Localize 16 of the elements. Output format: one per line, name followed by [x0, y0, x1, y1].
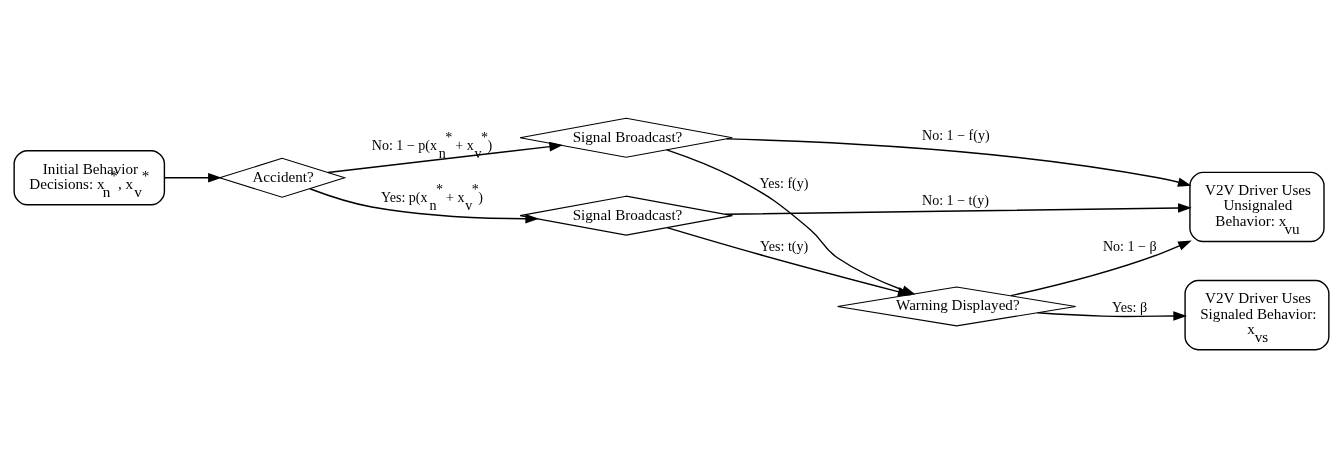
node-diamond: Signal Broadcast?	[519, 117, 733, 158]
edge-label: No: 1 − t(y)	[922, 192, 989, 209]
edge-label: No: 1 − β	[1102, 237, 1157, 254]
edge-label: Yes: f(y)	[759, 174, 809, 191]
arrow	[725, 138, 1192, 187]
arrow	[1010, 240, 1192, 297]
arrow	[327, 141, 563, 174]
arrow	[309, 188, 539, 224]
node-diamond: Accident?	[217, 157, 347, 198]
edge-label: No: 1 − f(y)	[922, 127, 990, 144]
arrow	[163, 173, 222, 183]
edge-label: Yes: t(y)	[760, 237, 809, 254]
edge-label: Yes: β	[1112, 299, 1148, 316]
arrow	[724, 203, 1192, 215]
arrow	[1036, 311, 1187, 321]
node-diamond: Signal Broadcast?	[519, 195, 733, 236]
